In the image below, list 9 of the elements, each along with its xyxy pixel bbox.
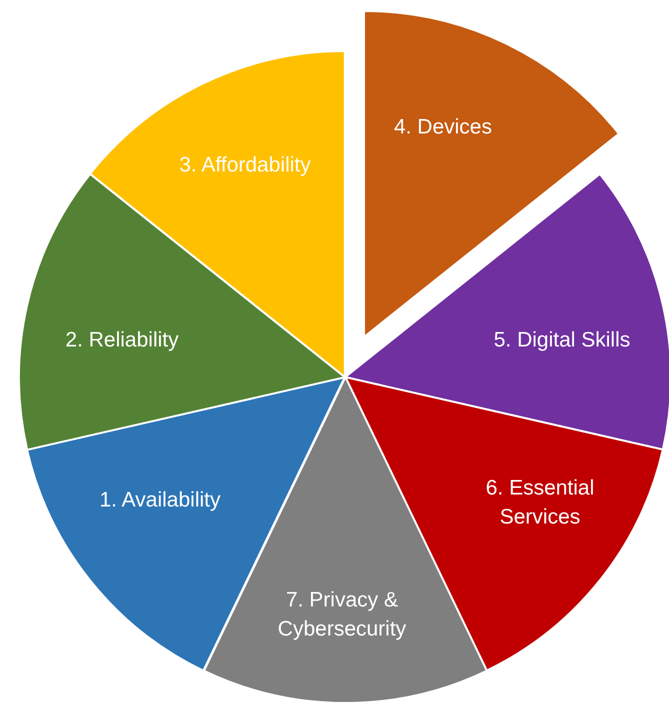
- slice-label: 1. Availability: [98, 487, 222, 514]
- slice-label: 3. Affordability: [178, 152, 312, 178]
- slice-label: 2. Reliability: [64, 327, 180, 354]
- slice-label: 5. Digital Skills: [492, 327, 632, 354]
- pie-slice: [345, 174, 669, 450]
- pie-slice: [90, 51, 345, 377]
- slice-label: 7. Privacy & Cybersecurity: [276, 588, 408, 643]
- slice-label: 6. Essential Services: [484, 476, 596, 531]
- slice-label: 4. Devices: [392, 114, 493, 140]
